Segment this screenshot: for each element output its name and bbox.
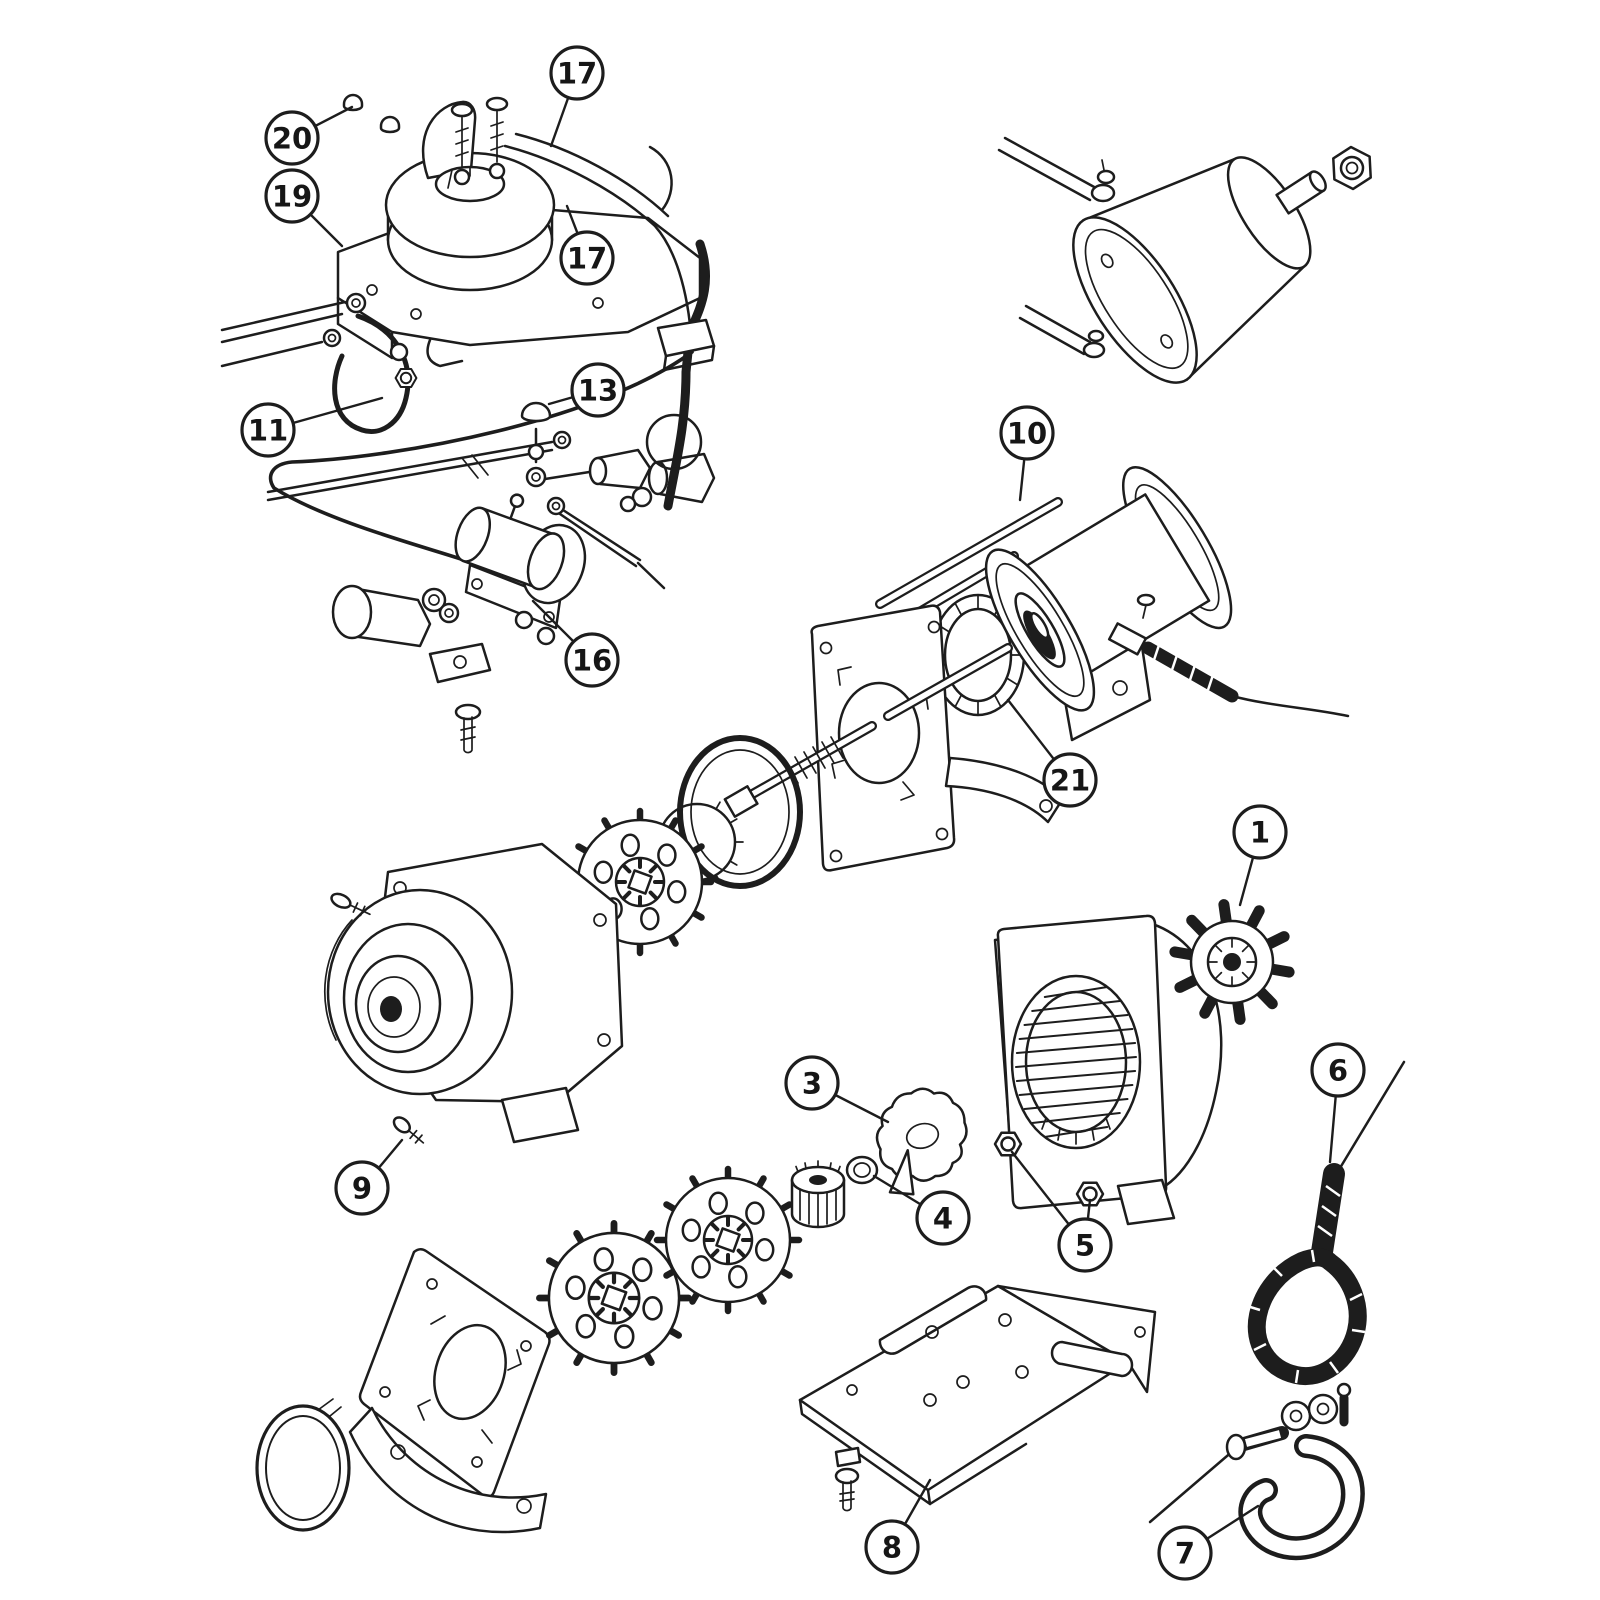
callout-leader-20 xyxy=(313,105,354,128)
thrust-bushing xyxy=(845,1155,879,1185)
switch-screws xyxy=(450,96,509,186)
callout-leader-17 xyxy=(565,204,579,235)
motor-shaft-nut xyxy=(1332,145,1372,191)
callout-6 xyxy=(1310,1042,1366,1098)
flange-nut xyxy=(993,1131,1023,1157)
wire-rope xyxy=(1107,593,1350,718)
callout-label-9: 9 xyxy=(352,1171,372,1205)
retaining-screw xyxy=(392,1116,425,1144)
side-plate xyxy=(358,1248,551,1499)
callout-label-17: 17 xyxy=(557,56,597,90)
callout-leader-7 xyxy=(1205,1504,1260,1541)
callout-leader-1 xyxy=(1238,855,1255,907)
end-housing xyxy=(993,914,1223,1226)
callout-label-16: 16 xyxy=(572,643,612,677)
callout-17 xyxy=(559,230,615,286)
callout-label-4: 4 xyxy=(933,1201,953,1235)
callout-1 xyxy=(1232,804,1288,860)
callout-label-19: 19 xyxy=(272,179,312,213)
callout-label-1: 1 xyxy=(1250,815,1270,849)
motor-assembly xyxy=(997,136,1372,384)
callout-13 xyxy=(570,362,626,418)
callout-leader-10 xyxy=(1018,457,1026,502)
callout-label-20: 20 xyxy=(272,121,312,155)
callout-19 xyxy=(264,168,320,224)
callout-leader-5 xyxy=(1086,1198,1092,1221)
control-switch-assembly xyxy=(220,93,716,754)
callout-label-6: 6 xyxy=(1328,1053,1348,1087)
callout-leader-19 xyxy=(309,213,344,248)
callout-leader-17 xyxy=(549,96,570,148)
callout-label-10: 10 xyxy=(1007,416,1047,450)
callout-leader-3 xyxy=(833,1093,890,1124)
acorn-nut xyxy=(379,115,401,134)
motor-drive-gear xyxy=(1169,899,1295,1025)
callout-label-13: 13 xyxy=(578,373,618,407)
callout-8 xyxy=(864,1519,920,1575)
callout-label-21: 21 xyxy=(1050,763,1090,797)
callout-label-7: 7 xyxy=(1175,1536,1195,1570)
wire-rope-loop xyxy=(1246,1060,1406,1386)
callout-10 xyxy=(999,405,1055,461)
callout-leader-8 xyxy=(903,1478,932,1526)
clamp-bracket xyxy=(348,1406,548,1534)
drum-assembly xyxy=(847,465,1350,742)
terminal-nut xyxy=(520,401,604,488)
motor-terminal xyxy=(1082,159,1116,359)
callout-label-8: 8 xyxy=(882,1530,902,1564)
wiring-harness xyxy=(220,292,694,564)
callout-leader-9 xyxy=(377,1138,404,1170)
clutch-cam xyxy=(875,1087,968,1196)
callout-leader-21 xyxy=(1006,698,1056,761)
curved-bracket xyxy=(944,756,1064,824)
acorn-nut xyxy=(342,93,364,112)
callout-leader-6 xyxy=(1328,1094,1337,1164)
callout-9 xyxy=(334,1160,390,1216)
gear-housing xyxy=(323,842,624,1144)
solenoid xyxy=(454,493,587,646)
clevis-pin xyxy=(1225,1426,1289,1461)
callout-leader-13 xyxy=(547,395,575,406)
callout-label-17: 17 xyxy=(567,241,607,275)
callout-label-11: 11 xyxy=(248,413,288,447)
callout-label-3: 3 xyxy=(802,1066,822,1100)
side-plate-group xyxy=(255,1248,551,1534)
tie-plate xyxy=(810,604,956,872)
unlabeled-ring xyxy=(645,413,703,471)
drive-shaft xyxy=(723,643,1013,818)
callout-16 xyxy=(564,632,620,688)
callout-leader-4 xyxy=(872,1174,922,1206)
callout-5 xyxy=(1057,1217,1113,1273)
callout-7 xyxy=(1157,1525,1213,1581)
jumper-cable xyxy=(546,496,666,590)
housing-screw xyxy=(330,892,371,917)
ring-gear xyxy=(1010,974,1142,1150)
callout-21 xyxy=(1042,752,1098,808)
callout-4 xyxy=(915,1190,971,1246)
callout-17 xyxy=(549,45,605,101)
gear-train-center xyxy=(534,604,1064,953)
loose-fittings xyxy=(331,584,492,754)
o-ring xyxy=(677,735,803,889)
callout-leader-11 xyxy=(291,396,384,425)
motor xyxy=(1072,156,1327,384)
callout-leader-16 xyxy=(531,599,575,643)
callout-leader-5 xyxy=(1010,1150,1071,1226)
hook-assembly xyxy=(1148,1382,1365,1561)
pinion-gear xyxy=(790,1160,846,1229)
callout-3 xyxy=(784,1055,840,1111)
retainer-pin xyxy=(1336,1382,1352,1427)
mounting-plate xyxy=(798,1284,1157,1512)
callout-11 xyxy=(240,402,296,458)
winch-drum xyxy=(984,465,1233,712)
retaining-band xyxy=(255,1398,351,1532)
callout-20 xyxy=(264,110,320,166)
solenoid-switch xyxy=(384,100,556,292)
hook xyxy=(1238,1393,1365,1561)
lower-gear-train xyxy=(539,1087,968,1373)
carriage-bolt xyxy=(834,1446,862,1512)
callout-label-5: 5 xyxy=(1075,1228,1095,1262)
